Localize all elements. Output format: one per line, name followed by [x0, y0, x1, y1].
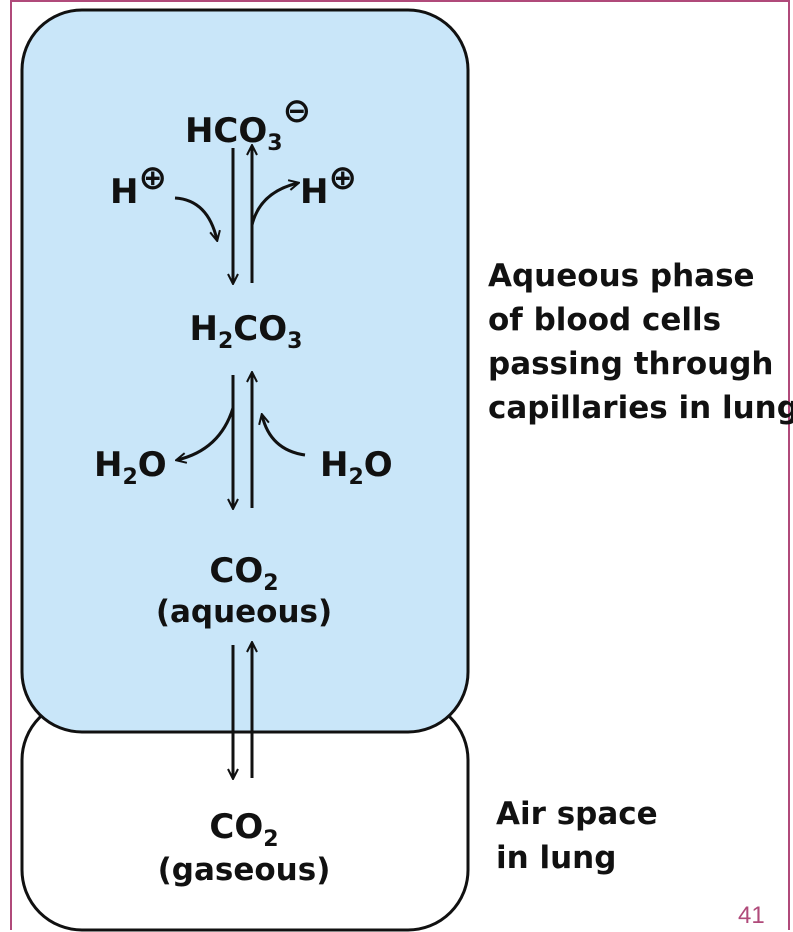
- caption-line: passing through: [488, 346, 774, 382]
- water-left-label: H2O: [94, 445, 167, 490]
- caption-line: in lung: [496, 840, 617, 876]
- slide-frame: [10, 0, 790, 930]
- co2-aqueous-state: (aqueous): [156, 594, 332, 630]
- carbonic-acid-label: H2CO3: [190, 309, 303, 354]
- proton-in-curve-arrow: [174, 196, 217, 240]
- proton-right-label: H⊕: [300, 158, 357, 212]
- water-out-curve-arrow: [177, 407, 235, 460]
- caption-line: Air space: [496, 796, 658, 832]
- water-in-curve-arrow: [262, 415, 306, 457]
- blood-phase-caption: Aqueous phase of blood cells passing thr…: [488, 254, 793, 430]
- page-number: 41: [738, 902, 765, 929]
- co2-gaseous-state: (gaseous): [158, 852, 331, 888]
- caption-line: of blood cells: [488, 302, 722, 338]
- co2-gaseous-label: CO2: [209, 807, 278, 852]
- air-space-caption: Air space in lung: [496, 792, 756, 880]
- proton-out-curve-arrow: [250, 183, 298, 226]
- co2-aqueous-label: CO2: [209, 551, 278, 596]
- water-right-label: H2O: [320, 445, 393, 490]
- caption-line: capillaries in lung: [488, 390, 793, 426]
- blood-cell-compartment: [20, 8, 470, 734]
- proton-left-label: H⊕: [110, 158, 167, 212]
- caption-line: Aqueous phase: [488, 258, 755, 294]
